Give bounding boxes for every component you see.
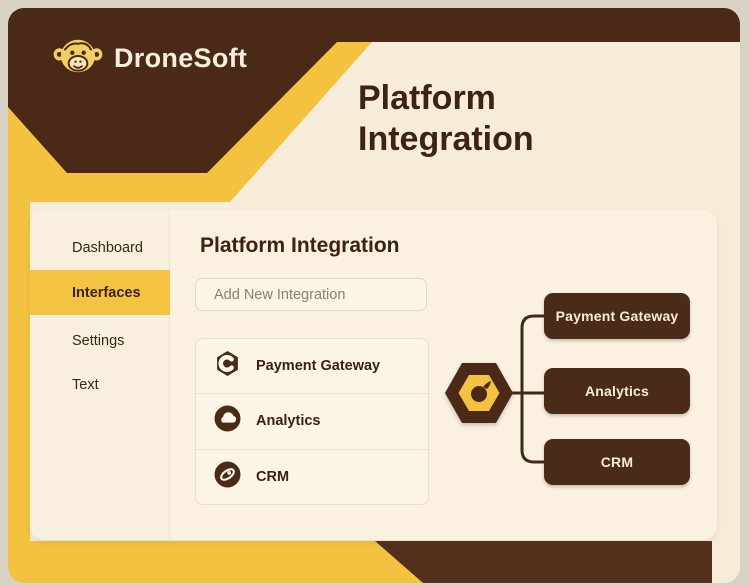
list-item-payment-gateway[interactable]: Payment Gateway bbox=[196, 339, 428, 395]
payment-gateway-icon bbox=[214, 350, 241, 382]
main-panel: Dashboard Interfaces Settings Text Platf… bbox=[30, 210, 717, 540]
add-integration-input[interactable] bbox=[195, 278, 427, 311]
sidebar-item-dashboard[interactable]: Dashboard bbox=[30, 230, 170, 266]
sidebar: Dashboard Interfaces Settings Text bbox=[30, 210, 170, 540]
integration-list: Payment Gateway Analytics bbox=[195, 338, 429, 505]
list-item-analytics[interactable]: Analytics bbox=[196, 394, 428, 450]
brand-name: DroneSoft bbox=[114, 43, 248, 73]
sidebar-item-label: Interfaces bbox=[72, 284, 141, 301]
brown-footer-band bbox=[375, 541, 712, 583]
brand-header: DroneSoft bbox=[51, 32, 248, 85]
app-card: DroneSoft Platform Integration Dashboard… bbox=[8, 8, 740, 583]
list-item-crm[interactable]: CRM bbox=[196, 450, 428, 504]
sidebar-item-label: Dashboard bbox=[72, 240, 143, 256]
sidebar-item-label: Text bbox=[72, 377, 99, 393]
analytics-icon bbox=[214, 405, 241, 437]
list-item-label: CRM bbox=[256, 468, 290, 485]
monkey-logo-icon bbox=[51, 32, 105, 85]
diagram-node-analytics: Analytics bbox=[544, 368, 690, 414]
panel-heading: Platform Integration bbox=[200, 234, 400, 257]
sidebar-item-settings[interactable]: Settings bbox=[30, 323, 170, 359]
list-item-label: Payment Gateway bbox=[256, 358, 381, 375]
page-title: Platform Integration bbox=[358, 79, 534, 158]
hexagon-hub-icon bbox=[444, 361, 514, 425]
list-item-label: Analytics bbox=[256, 413, 321, 430]
diagram-node-payment-gateway: Payment Gateway bbox=[544, 293, 690, 339]
crm-icon bbox=[214, 461, 241, 493]
diagram-node-crm: CRM bbox=[544, 439, 690, 485]
sidebar-item-text[interactable]: Text bbox=[30, 367, 170, 403]
sidebar-item-label: Settings bbox=[72, 333, 125, 349]
sidebar-item-interfaces[interactable]: Interfaces bbox=[30, 270, 170, 315]
